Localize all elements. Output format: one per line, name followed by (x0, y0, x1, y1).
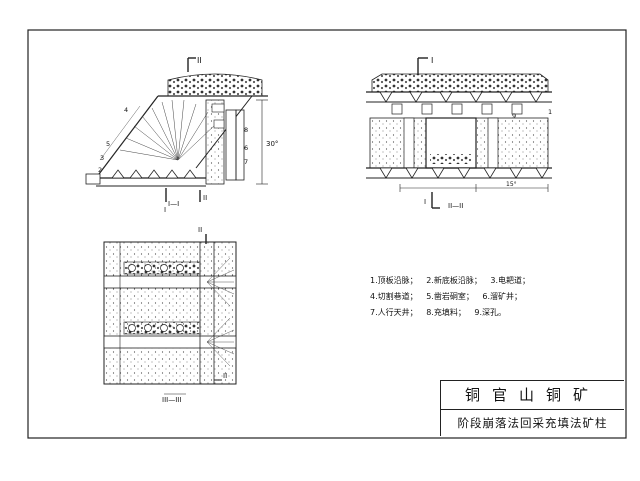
plan-mark-bottom: II (223, 372, 227, 380)
section-rubble (371, 73, 549, 93)
callout-7: 7 (244, 158, 248, 166)
legend-item: 4.切割巷道； (370, 292, 418, 301)
callout-5: 5 (106, 140, 110, 148)
legend-item: 8.充填料； (426, 308, 466, 317)
elevation-view: 30° II I II I—I 4 5 3 2 8 6 7 (85, 56, 278, 214)
legend-row-3: 7.人行天井； 8.充填料； 9.深孔。 (370, 305, 570, 321)
callout-1: 1 (548, 108, 552, 116)
legend-item: 7.人行天井； (370, 308, 418, 317)
legend-item: 6.溜矿井； (482, 292, 523, 301)
cross-section-caption: II—II (448, 202, 463, 210)
section-mark-elevation-top: II (197, 56, 202, 65)
section-mark-elevation-bl: I (164, 206, 166, 214)
fill-mass-right (475, 117, 549, 169)
lower-draw-funnels (379, 167, 549, 179)
plan-mark-top: II (198, 226, 202, 234)
callout-9: 9 (512, 112, 516, 120)
plan-view: II II (103, 226, 237, 404)
plan-hole-fans (206, 257, 235, 367)
legend-item: 3.电耙道； (490, 276, 531, 285)
plan-draw-points (128, 264, 184, 332)
cross-section-view: I (366, 56, 552, 210)
drawing-title: 阶段崩落法回采充填法矿柱 (457, 416, 608, 430)
callout-6: 6 (244, 144, 248, 152)
height-dimension-label: 30° (266, 140, 278, 148)
section-width-label: 15° (506, 181, 517, 188)
ore-pillar (205, 99, 225, 185)
ore-pass (225, 109, 237, 181)
callout-4: 4 (124, 106, 128, 114)
callout-3: 3 (100, 154, 104, 162)
callout-8: 8 (244, 126, 248, 134)
caved-rubble (167, 73, 263, 97)
section-mark-elevation-br: II (203, 194, 207, 202)
legend-item: 5.凿岩硐室； (426, 292, 474, 301)
elevation-caption: I—I (168, 200, 179, 208)
section-mark-top: I (431, 56, 433, 65)
sheet-border (27, 29, 627, 439)
legend-item: 2.新底板沿脉； (426, 276, 482, 285)
upper-draw-funnels (379, 91, 543, 103)
legend-item: 1.顶板沿脉； (370, 276, 418, 285)
legend-row-2: 4.切割巷道； 5.凿岩硐室； 6.溜矿井； (370, 289, 570, 305)
deep-hole-fan (119, 99, 217, 161)
plan-caption: III—III (162, 396, 181, 404)
mine-name: 铜官山铜矿 (441, 381, 624, 410)
legend: 1.顶板沿脉； 2.新底板沿脉； 3.电耙道； 4.切割巷道； 5.凿岩硐室； … (370, 273, 570, 321)
section-mark-bottom: I (424, 198, 426, 206)
callout-2: 2 (98, 166, 102, 174)
fill-mass-left (369, 117, 427, 169)
legend-row-1: 1.顶板沿脉； 2.新底板沿脉； 3.电耙道； (370, 273, 570, 289)
title-block: 铜官山铜矿 阶段崩落法回采充填法矿柱 (440, 380, 624, 436)
legend-item: 9.深孔。 (474, 308, 507, 317)
draw-points (111, 169, 197, 179)
